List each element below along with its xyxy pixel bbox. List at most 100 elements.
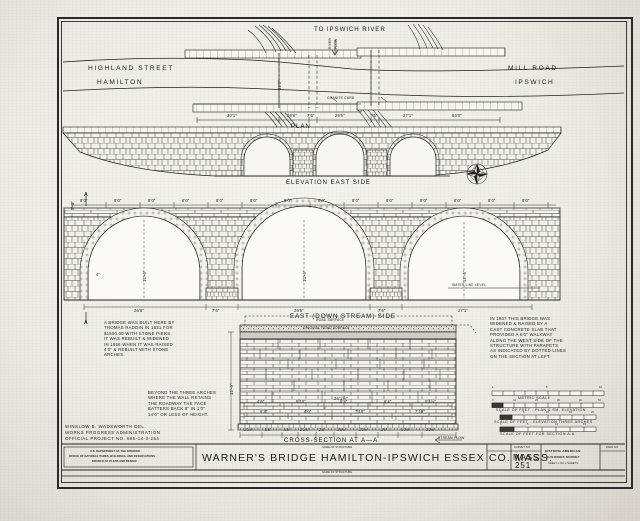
- elev-deck-dim-2: 8'0": [148, 198, 156, 203]
- plan-town-hamilton: HAMILTON: [97, 79, 144, 86]
- plan-dim-2: 7'6": [307, 113, 315, 118]
- elev-deck-dim-9: 8'0": [386, 198, 394, 203]
- elev-water-line-label: WATER LINE LEVEL: [452, 283, 487, 287]
- sheet-border-inner: [61, 21, 627, 483]
- plan-dim-0: 30'1": [227, 113, 238, 118]
- elev-deck-dim-11: 8'0": [454, 198, 462, 203]
- elev-edge-dim: 3'-5": [70, 200, 75, 210]
- section-course-a-2: 5'8": [340, 399, 348, 404]
- elevation-scale-label: SCALE OF FEET - ELEVATION THREE ARCHES: [494, 420, 593, 424]
- metric-tick-0: 1: [492, 386, 494, 389]
- metric-tick-2: 10: [599, 386, 603, 389]
- name-of-structure-label: NAME OF STRUCTURE: [322, 446, 353, 449]
- plan-dim-6: 64'0": [452, 113, 463, 118]
- section-course-b-3: 7'10": [415, 409, 426, 414]
- section-scale-label: SCALE OF FEET FOR SECTION A-A: [500, 432, 575, 436]
- elev-base-dim-4: 27'1": [458, 308, 469, 313]
- section-width-dim: 26'1½": [334, 396, 348, 401]
- sheet-border-outer: [57, 17, 633, 489]
- note-mid-wall-batter: BEYOND THE THREE ARCHES WHERE THE WALL R…: [148, 390, 217, 417]
- dept-line-2: OFFICE OF NATIONAL PARKS, BUILDINGS, AND…: [69, 455, 156, 458]
- section-base-dim-5: 3'6½": [337, 428, 347, 432]
- small-elevation-label: ELEVATION EAST SIDE: [286, 179, 371, 186]
- section-course-a-4: 5'1½": [425, 399, 437, 404]
- section-course-a-0: 4'6": [257, 399, 265, 404]
- habs-sheet-count: SHEET 1 OF 1 SHEETS: [548, 462, 579, 465]
- elev-base-dim-3: 7'6": [378, 308, 386, 313]
- section-course-a-3: 6'4": [384, 399, 392, 404]
- section-original-road-label: ORIGINAL ROAD SURFACE: [303, 326, 350, 330]
- elev-deck-dim-10: 8'0": [420, 198, 428, 203]
- sectscale-tick-0: 0: [500, 423, 502, 426]
- plan-view-label: PLAN: [291, 123, 311, 130]
- large-elevation-label: EAST (DOWN STREAM) SIDE: [290, 313, 396, 320]
- plan-scale-label: SCALE OF FEET - PLAN & SM. ELEVATION: [496, 408, 586, 412]
- section-base-dim-1: 2'6": [265, 428, 272, 432]
- section-course-a-1: 5'10": [296, 399, 307, 404]
- planscale-tick-0: 0: [492, 399, 494, 402]
- plan-river-label: TO IPSWICH RIVER: [314, 26, 386, 33]
- elev-deck-dim-4: 8'0": [216, 198, 224, 203]
- elev-rise-left: 12'-6": [142, 270, 147, 282]
- sheet-title: WARNER'S BRIDGE HAMILTON-IPSWICH ESSEX C…: [202, 452, 553, 464]
- dept-line-3: BRANCH OF PLANS AND DESIGN: [92, 460, 137, 463]
- plan-river-flow-label-1: RIVER: [328, 37, 332, 49]
- elev-deck-dim-13: 8'0": [522, 198, 530, 203]
- section-base-dim-0: 2'3½": [244, 428, 254, 432]
- elev-deck-dim-0: 8'0": [80, 198, 88, 203]
- elev-deck-dim-12: 8'0": [488, 198, 496, 203]
- elev-arch-left-label: 4": [96, 272, 101, 277]
- section-base-dim-8: 3'2½": [401, 428, 411, 432]
- elev-deck-dim-8: 8'0": [352, 198, 360, 203]
- delineator-credit: WINSLOW B. WADSWORTH DEL.: [65, 424, 147, 429]
- elev-base-dim-1: 7'6": [212, 308, 220, 313]
- elev-deck-dim-6: 8'0": [284, 198, 292, 203]
- section-course-b-1: 4'0": [304, 409, 312, 414]
- park-no-label: PARK NO.: [606, 446, 620, 449]
- wpa-agency-credit: WORKS PROGRESS ADMINISTRATION: [65, 430, 161, 435]
- planscale-tick-2: 20: [535, 399, 539, 402]
- section-base-dim-7: 2'9": [381, 428, 388, 432]
- elevscale-tick-0: 0: [500, 411, 502, 414]
- plan-river-flow-label-2: FLOW: [334, 38, 338, 49]
- plan-dim-4: 7'5": [370, 113, 378, 118]
- plan-width-dim: 32'2": [277, 79, 282, 90]
- elevscale-tick-4: 20: [591, 411, 595, 414]
- section-base-dim-9: 3'2½": [426, 428, 436, 432]
- cross-section-title: CROSS-SECTION AT A—A: [284, 437, 379, 444]
- plan-town-ipswich: IPSWICH: [515, 79, 555, 86]
- survey-no-state: MASS: [513, 453, 540, 462]
- section-height-dim: 12'-6": [229, 383, 234, 395]
- dept-line-1: U.S. DEPARTMENT OF THE INTERIOR: [90, 450, 141, 453]
- elev-deck-dim-3: 8'0": [182, 198, 190, 203]
- habs-survey-name-line-1: HISTORIC AMERICAN: [545, 449, 581, 453]
- planscale-tick-5: 50: [598, 399, 602, 402]
- plan-dim-3: 29'5": [335, 113, 346, 118]
- elev-deck-dim-7: 8'0": [318, 198, 326, 203]
- planscale-tick-1: 10: [513, 399, 517, 402]
- sectscale-tick-2: 10: [555, 423, 559, 426]
- elev-rise-right: 12'-6": [462, 270, 467, 282]
- section-base-dim-4: 2'6": [319, 428, 326, 432]
- section-mark-a-bottom: A: [84, 320, 88, 326]
- name-of-structure-footer: NAME OF STRUCTURE: [322, 471, 353, 474]
- elev-base-dim-0: 26'8": [134, 308, 145, 313]
- plan-dim-1: 28'6": [287, 113, 298, 118]
- wpa-project-number: OFFICIAL PROJECT NO. 665-14-3-254: [65, 436, 160, 441]
- section-course-b-0: 6'4": [260, 409, 268, 414]
- sectscale-tick-3: 15: [583, 423, 587, 426]
- section-course-b-2: 7'10": [355, 409, 366, 414]
- plan-street-highland: HIGHLAND STREET: [88, 65, 174, 72]
- note-right-1937-widening: IN 1937 THIS BRIDGE WAS WIDENED & RAISED…: [490, 316, 567, 359]
- elevscale-tick-2: 10: [546, 411, 550, 414]
- stream-flow-label: STREAM FLOW: [438, 436, 465, 440]
- elev-base-dim-2: 29'5": [294, 308, 305, 313]
- section-mark-a-top: A: [84, 192, 88, 198]
- plan-dim-5: 27'1": [403, 113, 414, 118]
- habs-survey-name-line-2: BUILDINGS SURVEY: [546, 455, 580, 459]
- section-base-dim-3: 2'3½": [300, 428, 310, 432]
- elev-deck-dim-1: 8'0": [114, 198, 122, 203]
- elev-rise-mid: 13'-6": [302, 270, 307, 282]
- metric-scale-label: METRIC SCALE: [518, 396, 551, 400]
